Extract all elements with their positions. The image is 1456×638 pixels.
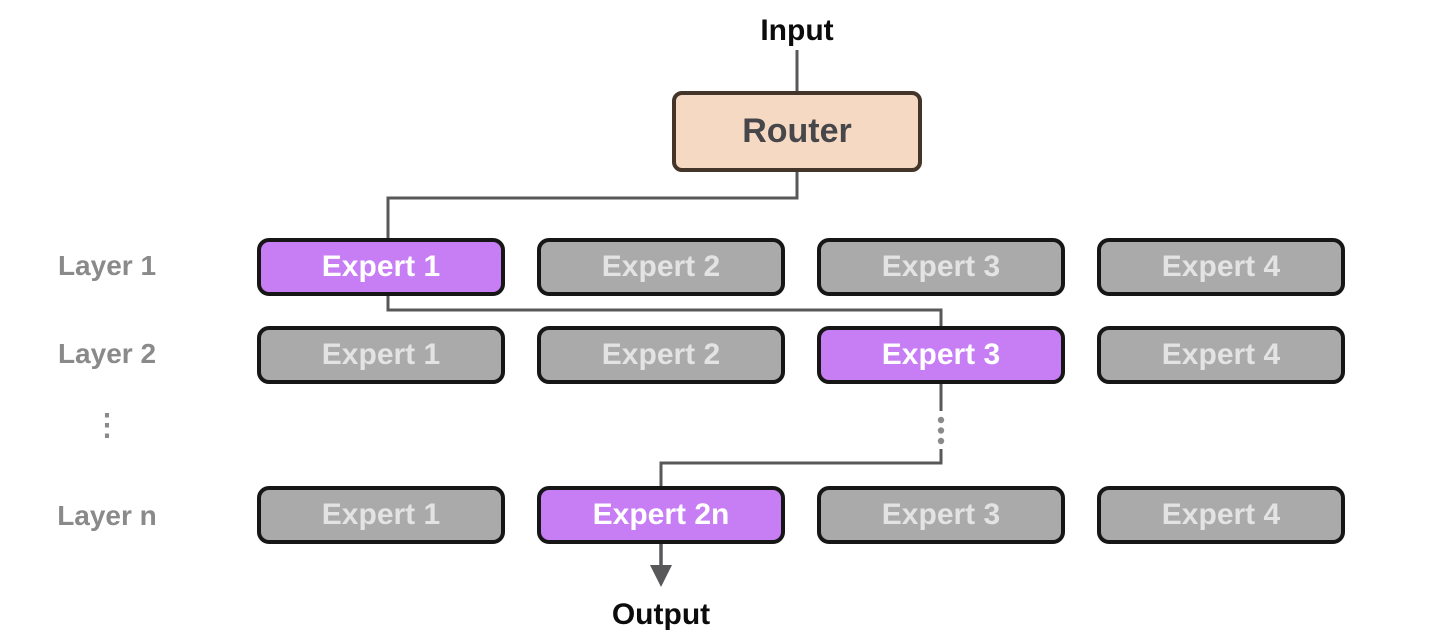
expert-box-l1-e3: Expert 3 bbox=[817, 238, 1065, 296]
expert-box-ln-e1: Expert 1 bbox=[257, 486, 505, 544]
layers-ellipsis: ⋮ bbox=[92, 409, 122, 442]
layer-1-row: Expert 1 Expert 2 Expert 3 Expert 4 bbox=[257, 238, 1345, 296]
edge-dot bbox=[937, 427, 945, 434]
layer-2-label: Layer 2 bbox=[57, 338, 157, 369]
layer-2-row: Expert 1 Expert 2 Expert 3 Expert 4 bbox=[257, 326, 1345, 384]
expert-box-l1-e4: Expert 4 bbox=[1097, 238, 1345, 296]
expert-box-ln-e4: Expert 4 bbox=[1097, 486, 1345, 544]
layer-n-row: Expert 1 Expert 2n Expert 3 Expert 4 bbox=[257, 486, 1345, 544]
edge-l1e1-l2e3 bbox=[386, 294, 943, 330]
expert-box-l1-e2: Expert 2 bbox=[537, 238, 785, 296]
edge-dot bbox=[937, 437, 945, 445]
router-label: Router bbox=[742, 112, 852, 150]
layer-n-label: Layer n bbox=[57, 500, 157, 531]
layer-1-label: Layer 1 bbox=[57, 250, 157, 281]
expert-box-l2-e3: Expert 3 bbox=[817, 326, 1065, 384]
expert-box-ln-e3: Expert 3 bbox=[817, 486, 1065, 544]
expert-box-l2-e2: Expert 2 bbox=[537, 326, 785, 384]
edge-router-l1e1 bbox=[386, 170, 799, 242]
expert-box-l1-e1: Expert 1 bbox=[257, 238, 505, 296]
expert-box-l2-e1: Expert 1 bbox=[257, 326, 505, 384]
output-label: Output bbox=[611, 598, 711, 631]
input-label: Input bbox=[760, 14, 834, 47]
expert-box-l2-e4: Expert 4 bbox=[1097, 326, 1345, 384]
router-node: Router bbox=[672, 91, 922, 172]
edge-dot bbox=[937, 416, 945, 424]
expert-box-ln-e2n: Expert 2n bbox=[537, 486, 785, 544]
output-arrowhead bbox=[650, 565, 672, 587]
edge-down-lne2n bbox=[659, 449, 943, 490]
